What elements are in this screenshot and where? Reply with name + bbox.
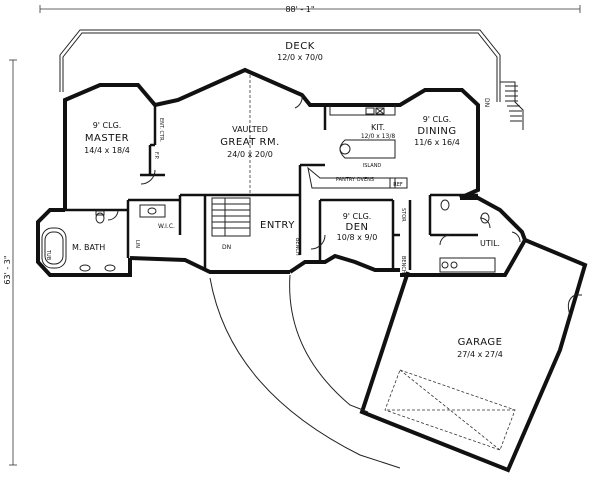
driveway: [209, 274, 401, 469]
deck-name: DECK: [285, 41, 315, 52]
room-deck: DECK 12/0 x 70/0: [277, 41, 323, 62]
room-great-room: VAULTED GREAT RM. 24/0 x 20/0: [220, 125, 280, 159]
overall-depth-dimension: 63' - 3": [3, 59, 17, 466]
garage: [359, 238, 588, 473]
master-bath-label: M. BATH: [72, 243, 105, 252]
doors: [107, 94, 521, 250]
room-master: 9' CLG. MASTER 14/4 x 18/4: [84, 121, 130, 155]
den-name: DEN: [346, 222, 369, 233]
refrigerator-label: REF: [393, 182, 403, 188]
deck-size: 12/0 x 70/0: [277, 53, 323, 62]
fixtures: [41, 105, 496, 273]
overall-depth-label: 63' - 3": [3, 255, 12, 284]
interior-walls: [65, 105, 478, 270]
master-size: 14/4 x 18/4: [84, 146, 130, 155]
pantry-ovens-label: PANTRY OVENS: [336, 177, 374, 183]
wic-label: W.I.C.: [158, 223, 175, 230]
dining-name: DINING: [417, 126, 456, 137]
overall-width-dimension: 88' - 1": [39, 5, 581, 14]
kitchen-size: 12/0 x 13/8: [361, 133, 395, 140]
master-ceiling-note: 9' CLG.: [93, 121, 122, 130]
great-room-size: 24/0 x 20/0: [227, 150, 273, 159]
room-kitchen: KIT. 12/0 x 13/8: [361, 123, 395, 140]
tub-label: TUB: [45, 249, 51, 261]
great-room-note: VAULTED: [232, 125, 268, 134]
den-size: 10/8 x 9/0: [337, 233, 378, 242]
fireplace-label: F.P.: [153, 152, 159, 160]
linen-label: LIN: [134, 240, 140, 248]
exterior-walls: [36, 67, 528, 277]
stair-dn-label: DN: [222, 244, 231, 251]
den-bench-label: BENCH: [400, 256, 406, 274]
room-garage: GARAGE 27/4 x 27/4: [457, 337, 503, 359]
entry-bench-label: BENCH: [294, 238, 300, 256]
kitchen-name: KIT.: [371, 123, 385, 132]
ent-ctr-label: ENT. CTR.: [158, 118, 164, 142]
great-room-name: GREAT RM.: [220, 137, 280, 148]
deck-outline: DN: [59, 29, 524, 130]
garage-name: GARAGE: [458, 337, 503, 348]
island-label: ISLAND: [363, 163, 382, 169]
storage-label: STOR: [400, 208, 406, 222]
den-ceiling-note: 9' CLG.: [343, 212, 372, 221]
entry-label: ENTRY: [260, 220, 295, 231]
master-name: MASTER: [85, 133, 129, 144]
stairs: DN: [211, 197, 251, 251]
dining-size: 11/6 x 16/4: [414, 138, 460, 147]
dining-ceiling-note: 9' CLG.: [423, 115, 452, 124]
utility-label: UTIL.: [480, 239, 500, 248]
room-dining: 9' CLG. DINING 11/6 x 16/4: [414, 115, 460, 147]
deck-stair-dn-label: DN: [483, 98, 490, 107]
overall-width-label: 88' - 1": [285, 5, 314, 14]
room-den: 9' CLG. DEN 10/8 x 9/0: [337, 212, 378, 242]
garage-size: 27/4 x 27/4: [457, 350, 503, 359]
